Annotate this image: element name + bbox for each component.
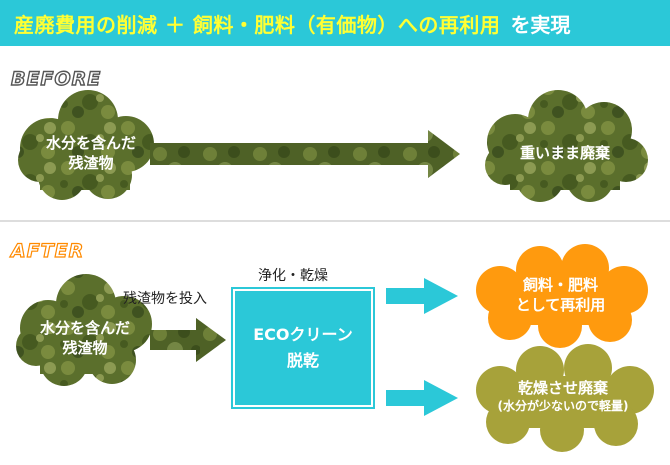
reuse-cloud <box>476 244 648 348</box>
header-banner: 産廃費用の削減 ＋ 飼料・肥料（有価物）への再利用 を実現 <box>0 0 670 46</box>
eco-clean-machine: ECOクリーン 脱乾 <box>233 289 373 407</box>
section-divider <box>0 220 670 222</box>
machine-name: ECOクリーン <box>253 325 353 345</box>
input-caption: 残渣物を投入 <box>123 291 207 307</box>
after-input-arrow <box>150 318 226 362</box>
dispose-text: 乾燥させ廃棄 (水分が少ないので軽量) <box>497 379 629 414</box>
dispose-arrow <box>386 380 458 416</box>
process-caption: 浄化・乾燥 <box>258 268 328 284</box>
dispose-cloud <box>476 344 654 452</box>
reuse-text: 飼料・肥料 として再利用 <box>515 276 606 315</box>
after-source-text: 水分を含んだ 残渣物 <box>39 319 130 358</box>
before-source-cloud <box>18 90 154 200</box>
before-result-cloud <box>485 90 648 202</box>
before-label: BEFORE <box>10 67 102 90</box>
header-title-suffix: を実現 <box>510 12 571 37</box>
machine-function: 脱乾 <box>286 351 319 370</box>
reuse-arrow <box>386 278 458 314</box>
after-label: AFTER <box>10 239 85 262</box>
before-result-text: 重いまま廃棄 <box>519 144 610 162</box>
header-title: 産廃費用の削減 ＋ 飼料・肥料（有価物）への再利用 <box>14 12 501 37</box>
after-source-cloud <box>16 274 152 386</box>
before-arrow <box>150 130 460 178</box>
before-source-text: 水分を含んだ 残渣物 <box>45 134 136 173</box>
